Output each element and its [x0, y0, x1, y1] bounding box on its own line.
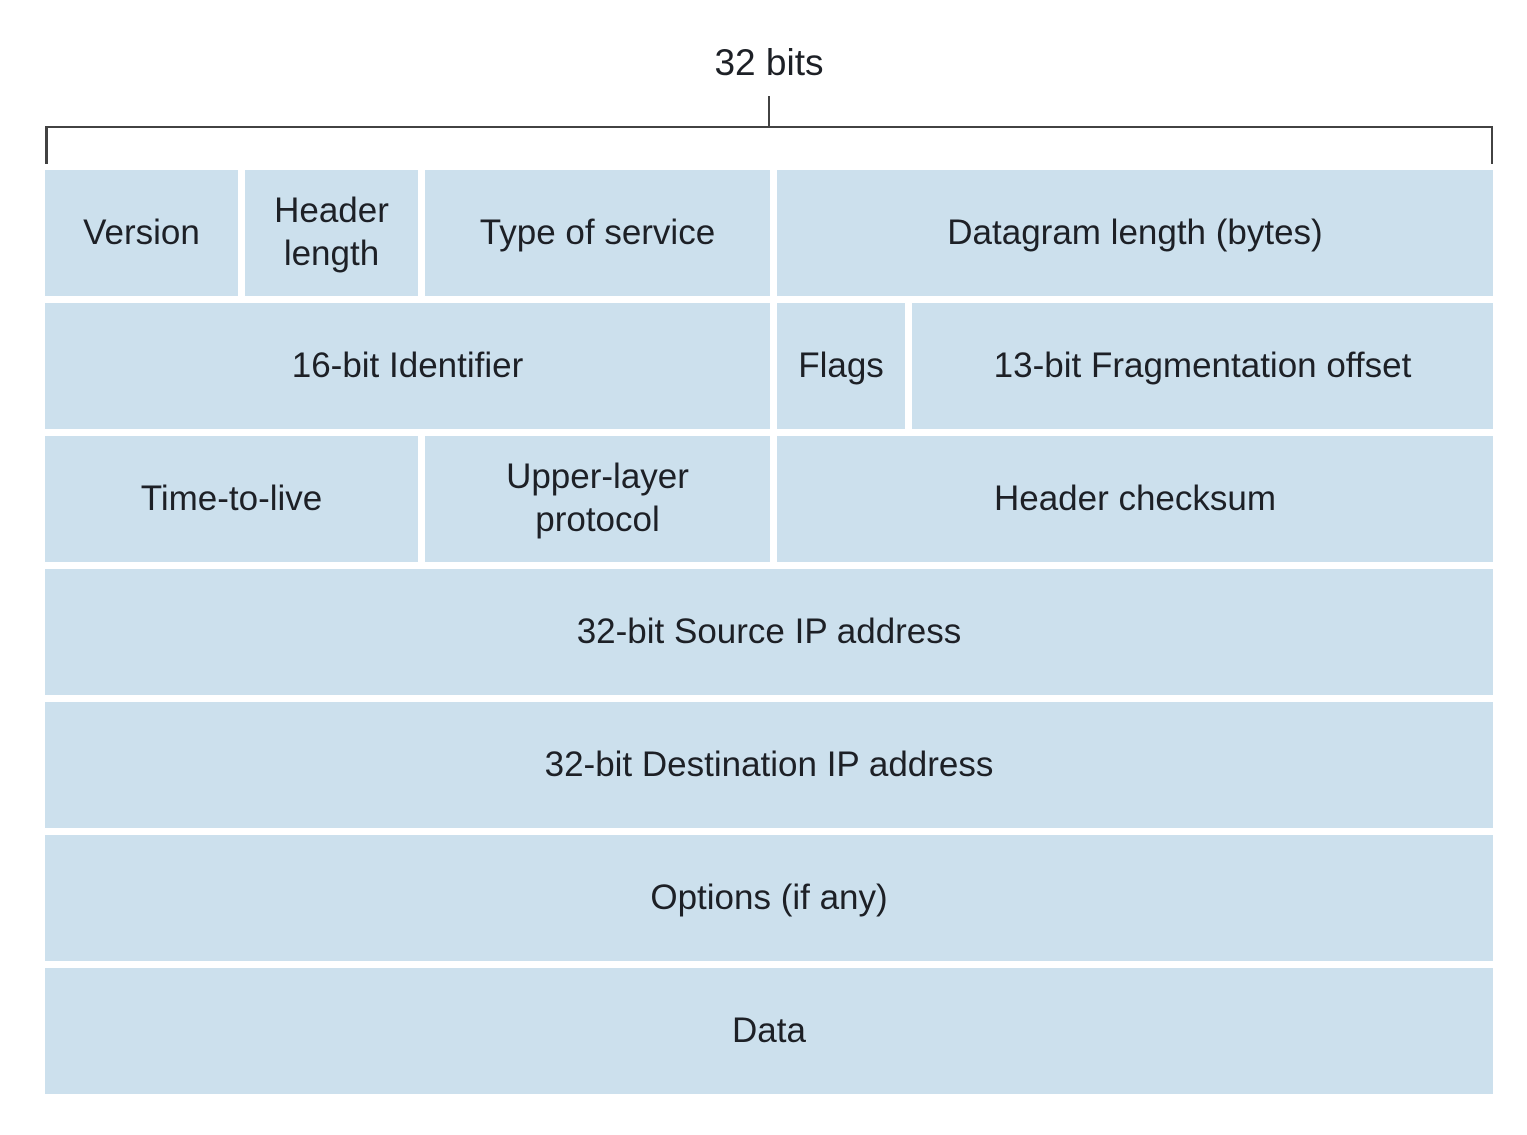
field-label: 13-bit Fragmentation offset	[993, 345, 1412, 385]
row-3: Time-to-live Upper-layer protocol Header…	[45, 436, 1493, 562]
field-label: Time-to-live	[140, 478, 323, 518]
field-cell-source-ip: 32-bit Source IP address	[45, 569, 1493, 695]
row-4: 32-bit Source IP address	[45, 569, 1493, 695]
field-cell-flags: Flags	[777, 303, 905, 429]
field-label: Upper-layer protocol	[506, 457, 689, 539]
row-5: 32-bit Destination IP address	[45, 702, 1493, 828]
field-cell-identifier: 16-bit Identifier	[45, 303, 770, 429]
field-grid: Version Header length Type of service Da…	[45, 170, 1493, 1101]
field-cell-datagram-length: Datagram length (bytes)	[777, 170, 1493, 296]
field-label: 32-bit Source IP address	[576, 611, 962, 651]
field-cell-destination-ip: 32-bit Destination IP address	[45, 702, 1493, 828]
field-cell-options: Options (if any)	[45, 835, 1493, 961]
field-label: Data	[732, 1010, 806, 1050]
field-cell-header-checksum: Header checksum	[777, 436, 1493, 562]
row-7: Data	[45, 968, 1493, 1094]
diagram-title: 32 bits	[714, 42, 824, 83]
field-label: Options (if any)	[650, 877, 888, 917]
field-label: Flags	[798, 345, 884, 385]
field-label: Header length	[274, 191, 389, 273]
field-cell-time-to-live: Time-to-live	[45, 436, 418, 562]
field-label: 32-bit Destination IP address	[544, 744, 994, 784]
field-label: 16-bit Identifier	[291, 345, 524, 385]
row-2: 16-bit Identifier Flags 13-bit Fragmenta…	[45, 303, 1493, 429]
field-label: Datagram length (bytes)	[947, 212, 1323, 252]
width-bracket	[45, 126, 1493, 165]
row-1: Version Header length Type of service Da…	[45, 170, 1493, 296]
field-cell-type-of-service: Type of service	[425, 170, 770, 296]
row-6: Options (if any)	[45, 835, 1493, 961]
field-cell-version: Version	[45, 170, 238, 296]
field-cell-fragmentation-offset: 13-bit Fragmentation offset	[912, 303, 1493, 429]
field-cell-header-length: Header length	[245, 170, 418, 296]
field-label: Version	[83, 212, 200, 252]
bracket-center-tick	[767, 96, 771, 127]
field-cell-upper-layer-protocol: Upper-layer protocol	[425, 436, 770, 562]
field-label: Type of service	[479, 212, 716, 252]
field-label: Header checksum	[993, 478, 1277, 518]
field-cell-data: Data	[45, 968, 1493, 1094]
